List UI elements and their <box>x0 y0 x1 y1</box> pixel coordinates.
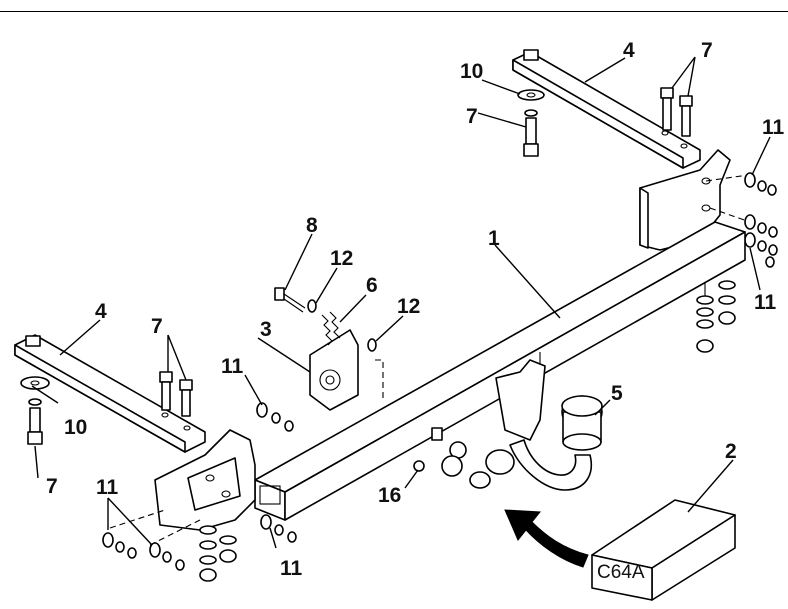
callout-10-right: 10 <box>460 60 483 83</box>
callout-3: 3 <box>260 318 272 341</box>
callout-7-upper-right: 7 <box>701 39 713 62</box>
callout-6: 6 <box>366 274 378 297</box>
bolt-part-8 <box>274 287 306 313</box>
right-hardware-part-11 <box>744 172 778 268</box>
kit-box-part-2 <box>591 499 736 601</box>
callout-labels: 1 2 3 4 4 5 6 7 7 7 7 8 10 10 11 11 11 1… <box>46 39 785 580</box>
callout-4-left: 4 <box>95 300 107 323</box>
header-rule <box>0 11 788 12</box>
nut-part-16 <box>413 427 467 477</box>
left-washer-part-10 <box>20 376 50 445</box>
socket-plate-part-3 <box>309 329 359 411</box>
callout-7-left-bolts: 7 <box>151 315 163 338</box>
callout-16: 16 <box>378 484 401 507</box>
callout-1: 1 <box>488 227 500 250</box>
left-bottom-hardware-part-11 <box>102 509 297 582</box>
right-washer-part-10 <box>517 89 545 157</box>
callout-10-left: 10 <box>64 416 87 439</box>
callout-7-left-bottom: 7 <box>46 475 58 498</box>
callout-12-right: 12 <box>397 295 420 318</box>
right-bracket-part-4 <box>512 49 701 169</box>
callout-7-right-bolt: 7 <box>466 105 478 128</box>
callout-2: 2 <box>725 440 737 463</box>
mid-hardware-part-11 <box>256 402 294 432</box>
callout-11-bottom: 11 <box>280 557 303 580</box>
right-bolts-part-7 <box>660 87 693 137</box>
callout-11-left: 11 <box>96 476 119 499</box>
callout-5: 5 <box>611 382 623 405</box>
kit-box-label: C64A <box>597 562 645 583</box>
curved-arrow <box>504 509 589 568</box>
towball-part-5 <box>469 359 603 491</box>
leader-lines <box>31 56 771 549</box>
callout-4-right: 4 <box>623 39 635 62</box>
callout-12-upper: 12 <box>330 247 353 270</box>
socket-dash <box>375 359 384 400</box>
left-bolts-part-7 <box>159 371 193 417</box>
callout-11-right-top: 11 <box>762 116 785 139</box>
right-lower-stack <box>696 270 736 353</box>
callout-8: 8 <box>306 214 318 237</box>
left-bracket-part-4 <box>14 334 206 453</box>
callout-11-mid: 11 <box>221 355 244 378</box>
callout-11-right-bottom: 11 <box>754 291 777 314</box>
washers-part-12 <box>307 299 377 352</box>
spring-part-6 <box>321 311 341 346</box>
left-side-plate <box>154 429 256 531</box>
